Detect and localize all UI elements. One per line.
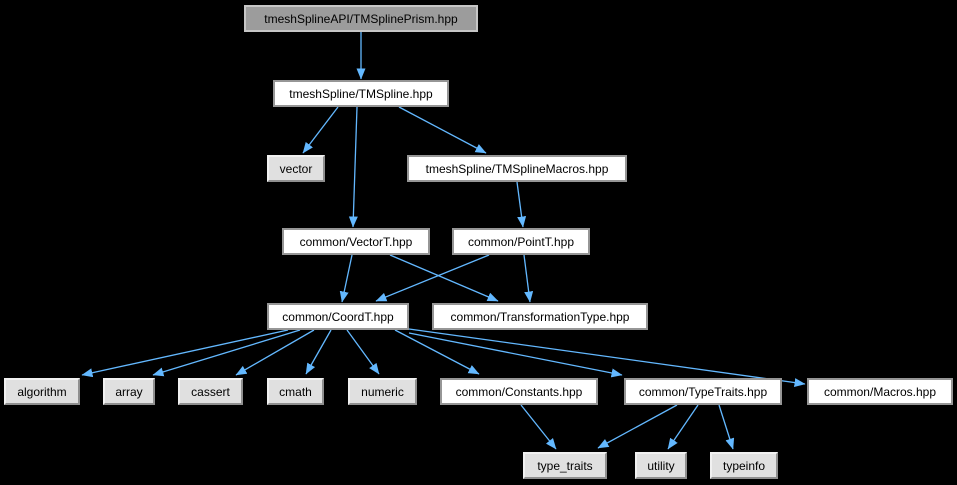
edge-tmsmacros-to-pointt: [516, 181, 527, 228]
graph-node-cmath: cmath: [267, 378, 324, 405]
edge-typetraits-to-typeinfo: [718, 404, 735, 450]
edge-coordt-to-constants: [394, 329, 480, 375]
edge-coordt-to-typetraits: [408, 332, 623, 378]
edge-tmspline-to-tmsmacros: [398, 106, 487, 154]
edge-typetraits-to-type_traits: [597, 404, 678, 449]
graph-node-constants[interactable]: common/Constants.hpp: [440, 378, 598, 405]
graph-node-numeric: numeric: [348, 378, 417, 405]
graph-node-type_traits: type_traits: [523, 452, 607, 479]
edge-coordt-to-array: [152, 329, 301, 377]
edge-coordt-to-algorithm: [81, 329, 289, 378]
graph-node-tmspline[interactable]: tmeshSpline/TMSpline.hpp: [273, 80, 449, 107]
graph-node-utility: utility: [635, 452, 687, 479]
edge-typetraits-to-utility: [667, 404, 699, 450]
edge-tmspline-to-vector: [302, 106, 339, 154]
graph-node-vector: vector: [267, 155, 325, 182]
edge-coordt-to-cmath: [305, 329, 332, 375]
graph-node-array: array: [103, 378, 155, 405]
graph-node-typetraits[interactable]: common/TypeTraits.hpp: [624, 378, 782, 405]
graph-node-ttype[interactable]: common/TransformationType.hpp: [432, 303, 648, 330]
edge-pointt-to-ttype: [523, 254, 534, 303]
edge-pointt-to-coordt: [375, 254, 490, 302]
edge-constants-to-type_traits: [520, 404, 557, 450]
graph-node-prism: tmeshSplineAPI/TMSplinePrism.hpp: [244, 5, 478, 32]
graph-node-vectort[interactable]: common/VectorT.hpp: [282, 228, 430, 255]
edge-coordt-to-cassert: [235, 329, 315, 376]
graph-node-tmsmacros[interactable]: tmeshSpline/TMSplineMacros.hpp: [407, 155, 627, 182]
graph-node-typeinfo: typeinfo: [710, 452, 778, 479]
edge-tmspline-to-vectort: [348, 106, 358, 228]
graph-node-pointt[interactable]: common/PointT.hpp: [452, 228, 590, 255]
graph-node-cassert: cassert: [178, 378, 243, 405]
edge-vectort-to-coordt: [339, 254, 353, 303]
edge-coordt-to-numeric: [346, 329, 380, 375]
graph-node-macros[interactable]: common/Macros.hpp: [807, 378, 953, 405]
edge-coordt-to-macros: [408, 328, 806, 388]
edge-vectort-to-ttype: [389, 254, 499, 302]
graph-node-coordt[interactable]: common/CoordT.hpp: [267, 303, 409, 330]
graph-node-algorithm: algorithm: [4, 378, 80, 405]
